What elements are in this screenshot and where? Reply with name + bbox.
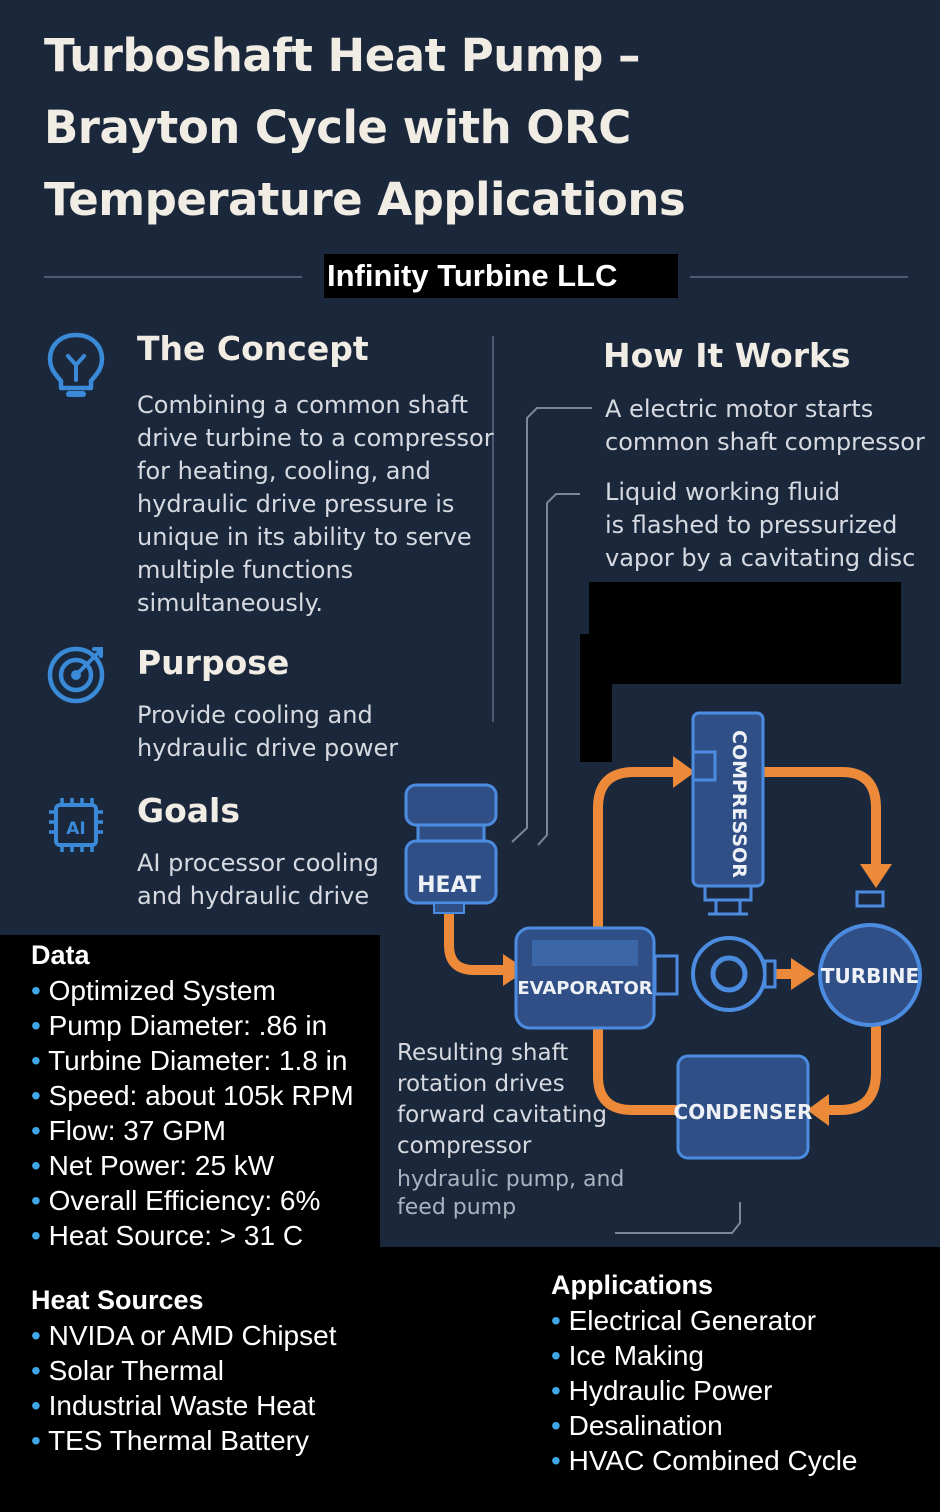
goals-heading: Goals — [137, 791, 240, 830]
flow-evaporator-to-compressor — [593, 767, 682, 933]
data-item: Pump Diameter: .86 in — [31, 1008, 354, 1043]
goals-text: AI processor cooling and hydraulic drive — [137, 849, 379, 910]
arrow-head — [673, 756, 695, 788]
flow-heat-to-evaporator — [444, 905, 510, 975]
application-item: Hydraulic Power — [551, 1373, 858, 1408]
flow-turbine-to-condenser — [820, 1023, 881, 1115]
redaction-box — [580, 634, 612, 684]
turbine-component: TURBINE — [818, 890, 922, 1027]
column-divider — [492, 336, 494, 722]
evaporator-label: EVAPORATOR — [517, 978, 652, 999]
redaction-box — [589, 582, 901, 684]
heat-source-item: TES Thermal Battery — [31, 1423, 336, 1458]
data-list: Data Optimized System Pump Diameter: .86… — [31, 938, 354, 1253]
data-item: Overall Efficiency: 6% — [31, 1183, 354, 1218]
pump-note: hydraulic pump, and feed pump — [397, 1167, 625, 1220]
data-item: Net Power: 25 kW — [31, 1148, 354, 1183]
cycle-diagram: HEAT COMPRESSOR EVAPORATOR TURBINE — [404, 407, 922, 1234]
concept-heading: The Concept — [137, 329, 369, 368]
application-item: HVAC Combined Cycle — [551, 1443, 858, 1478]
concept-text: Combining a common shaft drive turbine t… — [137, 391, 494, 617]
connector-line — [511, 407, 592, 843]
condenser-component: CONDENSER — [674, 1054, 813, 1160]
turbine-label: TURBINE — [821, 964, 919, 988]
svg-text:AI: AI — [66, 819, 85, 839]
application-item: Ice Making — [551, 1338, 858, 1373]
heat-source-item: NVIDA or AMD Chipset — [31, 1318, 337, 1353]
target-icon — [47, 646, 105, 704]
compressor-label: COMPRESSOR — [728, 730, 750, 878]
heat-sources-list: Heat Sources NVIDA or AMD Chipset Solar … — [31, 1283, 336, 1458]
flow-compressor-to-turbine — [758, 767, 881, 875]
how-step-1: A electric motor starts common shaft com… — [605, 395, 925, 456]
divider-right — [690, 276, 908, 278]
flow-condenser-to-evaporator — [593, 1023, 683, 1115]
redaction-box — [580, 684, 612, 762]
applications-list: Applications Electrical Generator Ice Ma… — [551, 1268, 858, 1478]
heat-source-item: Solar Thermal — [31, 1353, 336, 1388]
shaft-rotation-note: Resulting shaft rotation drives forward … — [397, 1040, 607, 1159]
data-item: Turbine Diameter: 1.8 in — [31, 1043, 354, 1078]
evaporator-component: EVAPORATOR — [514, 926, 656, 1030]
connector-line — [537, 493, 580, 846]
application-item: Desalination — [551, 1408, 858, 1443]
data-item: Heat Source: > 31 C — [31, 1218, 354, 1253]
page-title: Turboshaft Heat Pump – Brayton Cycle wit… — [44, 29, 686, 226]
arrow-head — [791, 958, 815, 990]
cavitating-pump-component — [653, 936, 777, 1012]
connector-line — [615, 1202, 741, 1234]
how-step-2: Liquid working fluid is flashed to press… — [605, 478, 916, 572]
application-item: Electrical Generator — [551, 1303, 858, 1338]
purpose-text: Provide cooling and hydraulic drive powe… — [137, 701, 399, 762]
condenser-label: CONDENSER — [674, 1100, 813, 1124]
lightbulb-icon — [47, 332, 105, 397]
arrow-head — [860, 864, 892, 888]
heat-label: HEAT — [417, 873, 481, 898]
heat-source-item: Industrial Waste Heat — [31, 1388, 336, 1423]
data-item: Speed: about 105k RPM — [31, 1078, 354, 1113]
ai-chip-icon: AI — [49, 798, 103, 852]
compressor-component: COMPRESSOR — [691, 711, 765, 916]
how-heading: How It Works — [603, 336, 851, 375]
company-name: Infinity Turbine LLC — [324, 254, 678, 298]
data-item: Flow: 37 GPM — [31, 1113, 354, 1148]
heat-source-component: HEAT — [404, 783, 498, 914]
data-item: Optimized System — [31, 973, 354, 1008]
arrow-head — [807, 1094, 829, 1126]
purpose-heading: Purpose — [137, 643, 290, 682]
divider-left — [44, 276, 302, 278]
